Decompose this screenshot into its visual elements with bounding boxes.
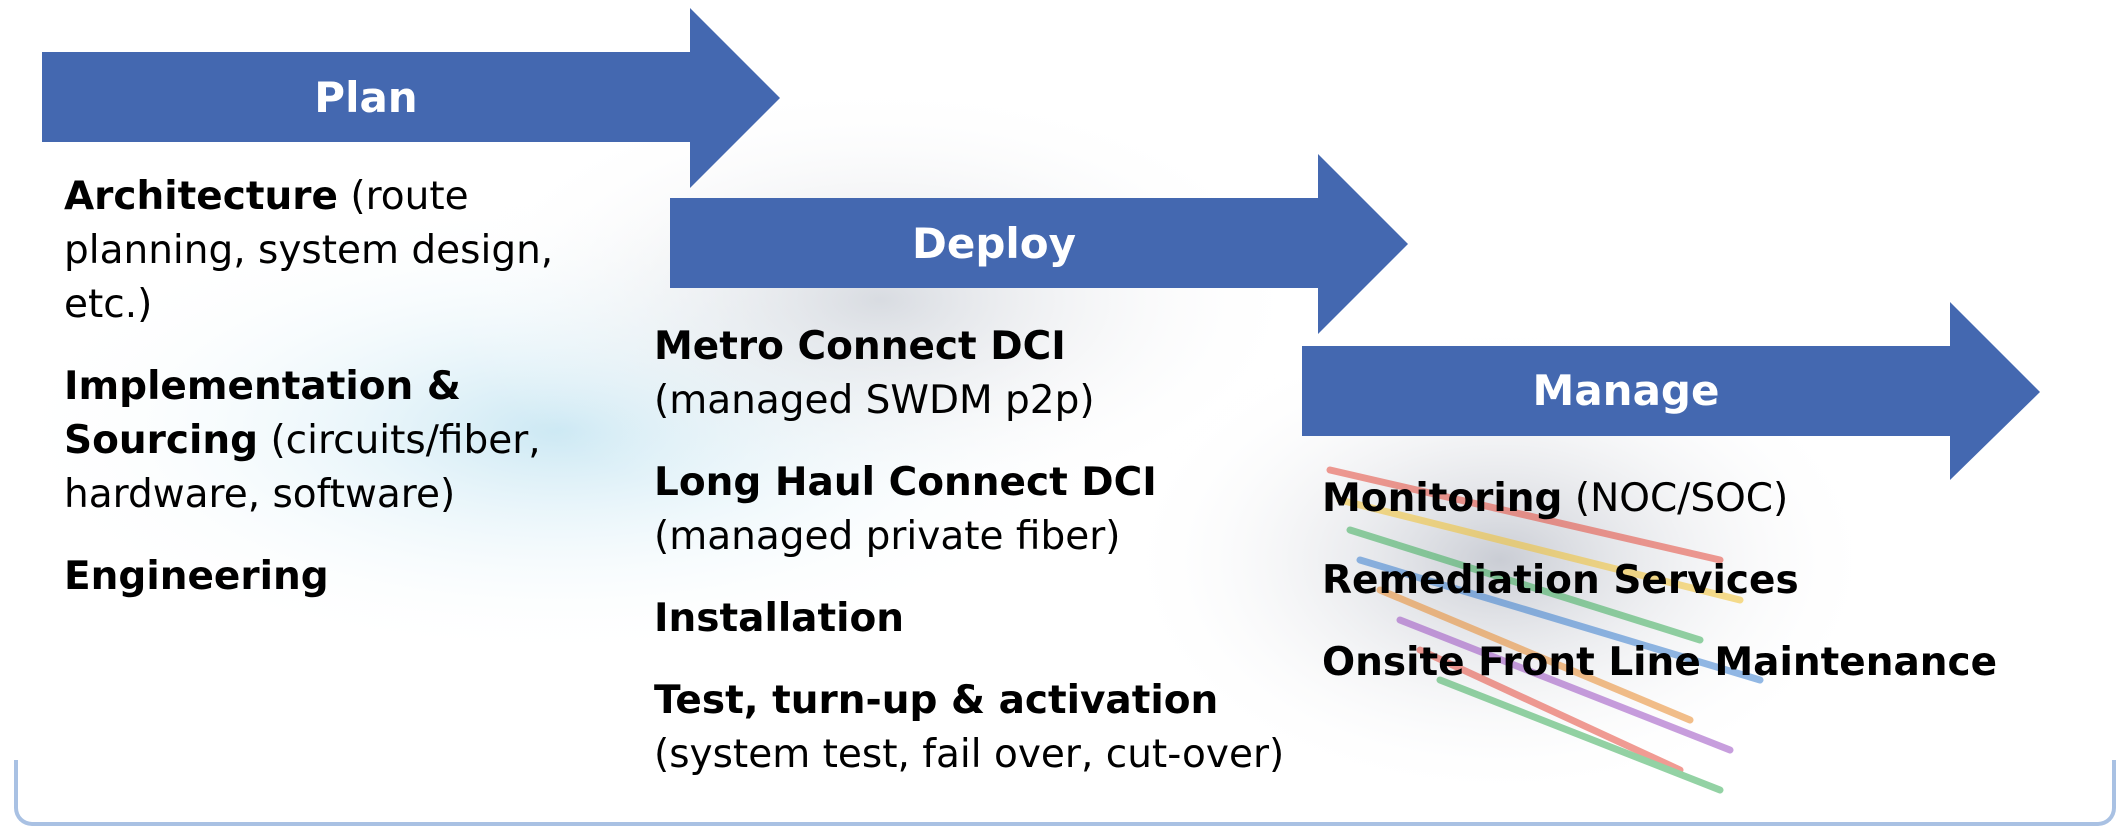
plan-item-engineering: Engineering [64,550,584,604]
item-title: Engineering [64,554,329,599]
item-title: Test, turn-up & activation [654,678,1219,723]
item-detail: (managed private fiber) [654,514,1121,559]
item-title: Long Haul Connect DCI [654,460,1157,505]
plan-item-architecture: Architecture (route planning, system des… [64,170,584,332]
item-title: Architecture [64,174,338,219]
deploy-column: Metro Connect DCI (managed SWDM p2p) Lon… [654,320,1314,810]
manage-column: Monitoring (NOC/SOC) Remediation Service… [1322,472,2112,718]
deploy-item-longhaul: Long Haul Connect DCI (managed private f… [654,456,1314,564]
plan-column: Architecture (route planning, system des… [64,170,584,632]
deploy-item-test: Test, turn-up & activation (system test,… [654,674,1314,782]
bottom-bracket [14,760,2116,826]
item-title: Implementation & Sourcing [64,364,461,463]
item-detail: (circuits/fiber, hardware, software) [64,418,541,517]
deploy-item-metro: Metro Connect DCI (managed SWDM p2p) [654,320,1314,428]
item-title: Metro Connect DCI [654,324,1066,369]
item-title: Monitoring [1322,476,1563,521]
plan-arrow-label: Plan [314,73,418,122]
item-title: Remediation Services [1322,558,1799,603]
plan-item-implementation: Implementation & Sourcing (circuits/fibe… [64,360,584,522]
manage-arrow-label: Manage [1532,366,1720,415]
deploy-arrow-label: Deploy [911,219,1077,268]
item-detail: (system test, fail over, cut-over) [654,732,1285,777]
item-title: Installation [654,596,905,641]
manage-item-onsite: Onsite Front Line Maintenance [1322,636,2112,690]
item-detail: (NOC/SOC) [1562,476,1789,521]
item-detail: (route planning, system design, etc.) [64,174,554,327]
item-detail: (managed SWDM p2p) [654,378,1095,423]
deploy-item-installation: Installation [654,592,1314,646]
manage-item-monitoring: Monitoring (NOC/SOC) [1322,472,2112,526]
item-title: Onsite Front Line Maintenance [1322,640,1998,685]
manage-item-remediation: Remediation Services [1322,554,2112,608]
